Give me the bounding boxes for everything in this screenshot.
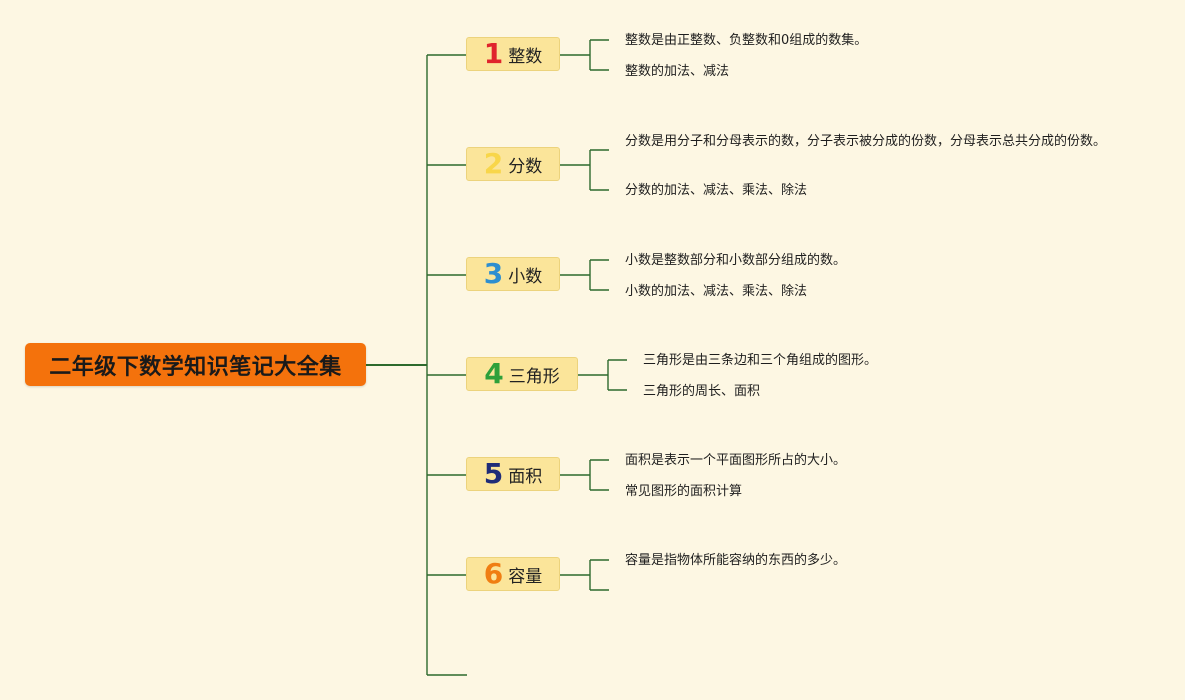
number-5-icon: 5 bbox=[483, 457, 504, 490]
topic-label: 容量 bbox=[508, 566, 543, 587]
topic-area[interactable]: 5 面积 bbox=[466, 457, 560, 491]
number-4-icon: 4 bbox=[484, 357, 504, 390]
topic-label: 整数 bbox=[508, 46, 543, 67]
topic-label: 分数 bbox=[508, 156, 543, 177]
number-1-icon: 1 bbox=[483, 37, 504, 70]
leaf-capacity-definition[interactable]: 容量是指物体所能容纳的东西的多少。 bbox=[625, 553, 847, 568]
leaf-fraction-operations[interactable]: 分数的加法、减法、乘法、除法 bbox=[625, 183, 808, 198]
number-3-icon: 3 bbox=[483, 257, 504, 290]
topic-triangle[interactable]: 4 三角形 bbox=[466, 357, 578, 391]
number-6-icon: 6 bbox=[483, 557, 504, 590]
topic-label: 面积 bbox=[508, 466, 543, 487]
topic-label: 三角形 bbox=[508, 366, 560, 387]
leaf-area-calculation[interactable]: 常见图形的面积计算 bbox=[625, 484, 743, 499]
leaf-decimal-definition[interactable]: 小数是整数部分和小数部分组成的数。 bbox=[625, 253, 847, 268]
topic-decimals[interactable]: 3 小数 bbox=[466, 257, 560, 291]
topic-integers[interactable]: 1 整数 bbox=[466, 37, 560, 71]
topic-capacity[interactable]: 6 容量 bbox=[466, 557, 560, 591]
topic-label: 小数 bbox=[508, 266, 543, 287]
root-topic-label: 二年级下数学知识笔记大全集 bbox=[49, 354, 342, 380]
leaf-area-definition[interactable]: 面积是表示一个平面图形所占的大小。 bbox=[625, 453, 847, 468]
leaf-integer-operations[interactable]: 整数的加法、减法 bbox=[625, 64, 730, 79]
leaf-integer-definition[interactable]: 整数是由正整数、负整数和0组成的数集。 bbox=[625, 33, 868, 48]
leaf-fraction-definition[interactable]: 分数是用分子和分母表示的数，分子表示被分成的份数，分母表示总共分成的份数。 bbox=[625, 134, 1107, 149]
root-topic[interactable]: 二年级下数学知识笔记大全集 bbox=[25, 343, 366, 386]
number-2-icon: 2 bbox=[483, 147, 504, 180]
leaf-decimal-operations[interactable]: 小数的加法、减法、乘法、除法 bbox=[625, 284, 808, 299]
topic-fractions[interactable]: 2 分数 bbox=[466, 147, 560, 181]
leaf-triangle-definition[interactable]: 三角形是由三条边和三个角组成的图形。 bbox=[643, 353, 878, 368]
leaf-triangle-perimeter-area[interactable]: 三角形的周长、面积 bbox=[643, 384, 761, 399]
